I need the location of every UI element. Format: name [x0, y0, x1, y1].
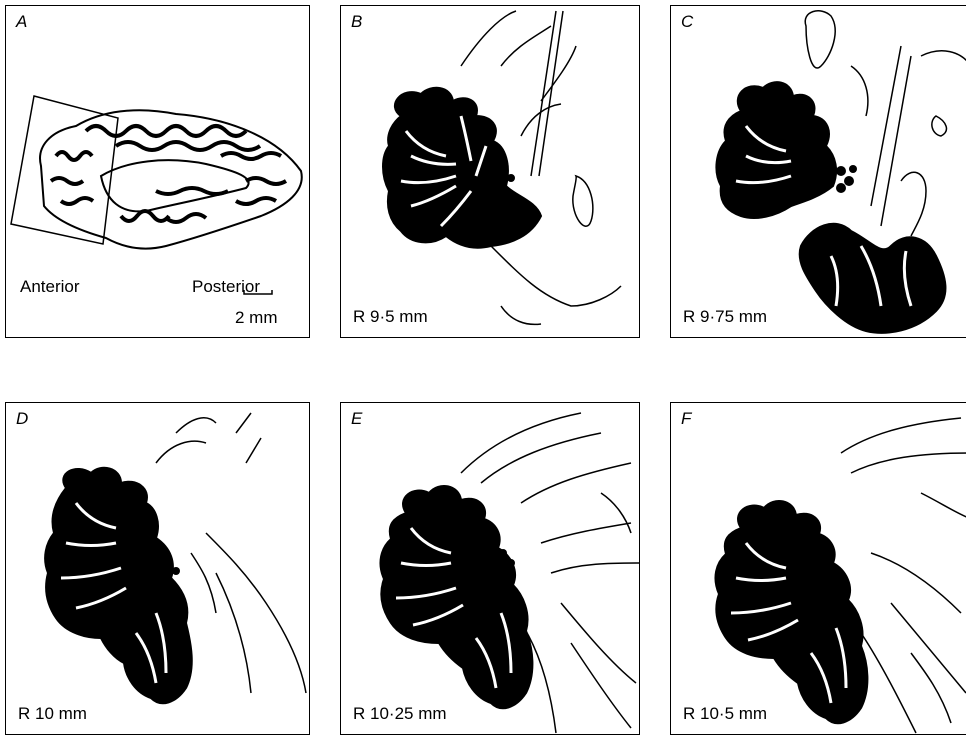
- section-caption: R 10·25 mm: [353, 704, 447, 724]
- section-caption: R 10 mm: [18, 704, 87, 724]
- cerebellum-section-drawing: [671, 6, 966, 338]
- panel-c: C R 9·75 mm: [670, 5, 966, 338]
- posterior-label: Posterior: [192, 277, 260, 297]
- cerebellum-section-drawing: [341, 6, 640, 338]
- cerebellum-section-drawing: [671, 403, 966, 735]
- section-caption: R 9·5 mm: [353, 307, 428, 327]
- cerebellum-section-drawing: [6, 403, 310, 735]
- anterior-label: Anterior: [20, 277, 80, 297]
- panel-d: D R 10 mm: [5, 402, 310, 735]
- panel-e: E R 10·25 mm: [340, 402, 640, 735]
- panel-f: F R 10·5 mm: [670, 402, 966, 735]
- panel-a: A Anterior Posterior 2 mm: [5, 5, 310, 338]
- scale-bar-label: 2 mm: [235, 308, 278, 328]
- cerebellum-section-drawing: [341, 403, 640, 735]
- section-caption: R 10·5 mm: [683, 704, 767, 724]
- panel-b: B R 9·5 mm: [340, 5, 640, 338]
- section-caption: R 9·75 mm: [683, 307, 767, 327]
